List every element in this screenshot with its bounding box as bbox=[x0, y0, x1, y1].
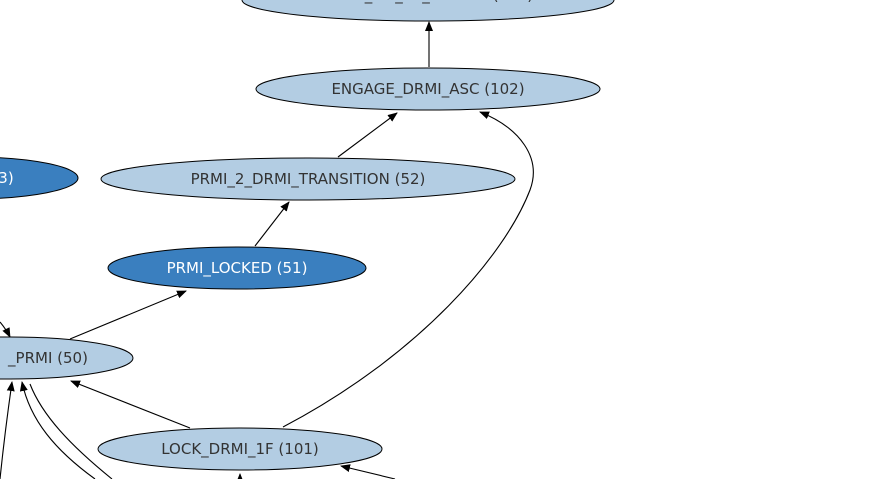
edge-prmi-locked-to-prmi-2-drmi-transition bbox=[254, 201, 290, 247]
node-engage-drmi-asc[interactable]: ENGAGE_DRMI_ASC (102) bbox=[255, 67, 601, 111]
node-partial-left[interactable]: 3) bbox=[0, 157, 79, 199]
edge-lock-drmi-1f-to-engage-drmi-asc bbox=[282, 111, 534, 428]
node-label: PRMI_2_DRMI_TRANSITION (52) bbox=[191, 170, 426, 189]
edge-prmi-2-drmi-transition-to-engage-drmi-asc bbox=[337, 112, 398, 158]
node-label: 3) bbox=[0, 169, 14, 187]
edge-lock-prmi-to-prmi-locked bbox=[69, 290, 187, 340]
edges bbox=[0, 21, 534, 479]
nodes: TURN_ON_BS_STAGE2 (100) ENGAGE_DRMI_ASC … bbox=[0, 0, 615, 471]
node-turn-on-bs-stage2[interactable]: TURN_ON_BS_STAGE2 (100) bbox=[241, 0, 615, 22]
edge-offscreen-to-lock-drmi-1f-b bbox=[340, 464, 396, 479]
node-label: PRMI_LOCKED (51) bbox=[167, 259, 308, 278]
node-lock-drmi-1f[interactable]: LOCK_DRMI_1F (101) bbox=[97, 427, 383, 471]
edge-offscreen-to-lock-prmi-a bbox=[0, 321, 11, 338]
node-prmi-locked[interactable]: PRMI_LOCKED (51) bbox=[107, 246, 367, 290]
edge-offscreen-to-lock-prmi-b bbox=[0, 381, 15, 479]
edge-offscreen-to-lock-prmi-c bbox=[19, 381, 96, 479]
edge-offscreen-to-lock-prmi-d bbox=[29, 383, 113, 479]
edge-lock-drmi-1f-to-lock-prmi bbox=[70, 380, 191, 429]
node-prmi-2-drmi-transition[interactable]: PRMI_2_DRMI_TRANSITION (52) bbox=[100, 157, 516, 201]
node-label: ENGAGE_DRMI_ASC (102) bbox=[331, 80, 524, 99]
node-label: LOCK_DRMI_1F (101) bbox=[161, 440, 319, 459]
node-label: _PRMI (50) bbox=[7, 349, 88, 368]
node-label: TURN_ON_BS_STAGE2 (100) bbox=[322, 0, 533, 5]
node-lock-prmi[interactable]: _PRMI (50) bbox=[0, 336, 134, 380]
